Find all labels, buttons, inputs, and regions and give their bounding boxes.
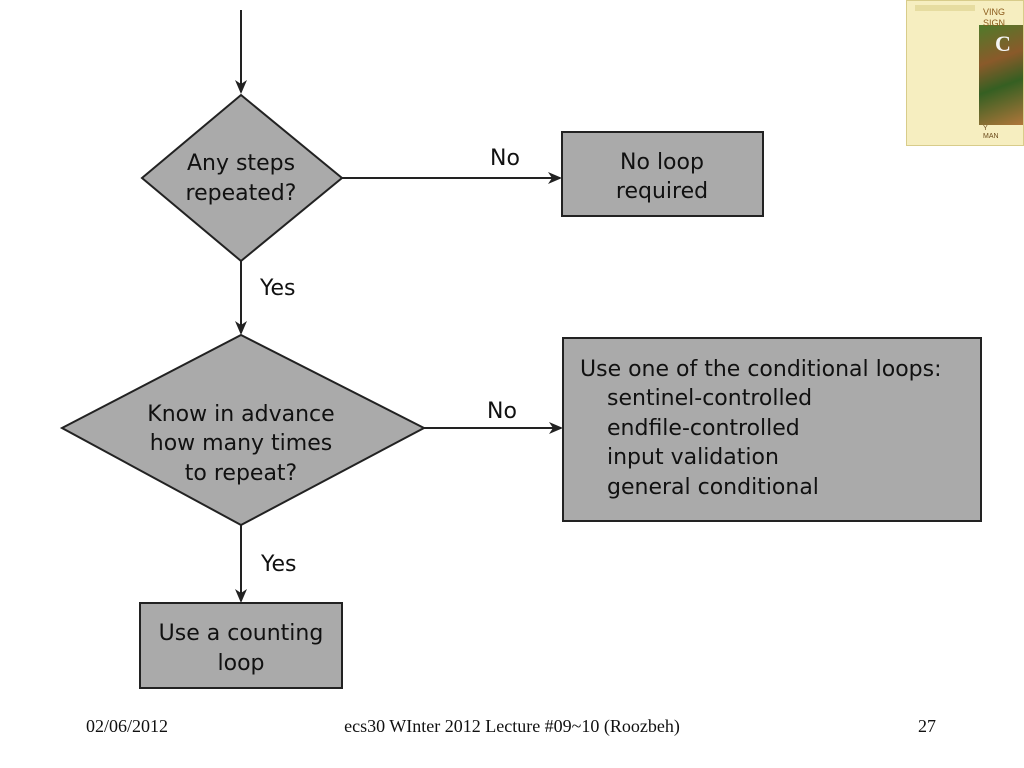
box-conditional-item: sentinel-controlled xyxy=(607,386,812,411)
edge-label-yes: Yes xyxy=(260,552,297,577)
book-cover-strip xyxy=(915,5,975,11)
decision-advance-line-3: to repeat? xyxy=(185,461,297,486)
footer-page-number: 27 xyxy=(918,716,936,736)
edge-label-no: No xyxy=(490,146,520,171)
box-no-loop-line-2: required xyxy=(616,179,708,204)
footer-course-title: ecs30 WInter 2012 Lecture #09~10 (Roozbe… xyxy=(344,716,680,736)
decision-advance-line-1: Know in advance xyxy=(147,402,334,427)
box-no-loop-line-1: No loop xyxy=(620,150,704,175)
box-counting-line-2: loop xyxy=(218,651,265,676)
box-conditional-loops: Use one of the conditional loops: sentin… xyxy=(562,337,982,522)
decision-steps-line-1: Any steps xyxy=(187,151,295,176)
book-cover-title: VING SIGN xyxy=(983,7,1006,28)
decision-know-in-advance: Know in advance how many times to repeat… xyxy=(59,333,427,527)
decision-any-steps-repeated: Any steps repeated? xyxy=(140,93,344,263)
book-cover-author: Y MAN xyxy=(983,125,999,140)
decision-steps-line-2: repeated? xyxy=(186,181,297,206)
box-counting-loop: Use a counting loop xyxy=(139,602,343,689)
box-conditional-heading: Use one of the conditional loops: xyxy=(580,357,942,382)
edge-label-no: No xyxy=(487,399,517,424)
book-cover-art xyxy=(979,25,1023,125)
book-cover-letter: C xyxy=(995,31,1011,56)
book-cover-image: VING SIGN C Y MAN xyxy=(906,0,1024,146)
box-conditional-item: general conditional xyxy=(607,475,819,500)
edge-label-yes: Yes xyxy=(259,276,296,301)
footer-date: 02/06/2012 xyxy=(86,716,169,736)
box-conditional-item: input validation xyxy=(607,445,779,470)
box-no-loop-required: No loop required xyxy=(561,131,764,217)
decision-advance-line-2: how many times xyxy=(150,431,332,456)
box-conditional-item: endfile-controlled xyxy=(607,416,800,441)
box-counting-line-1: Use a counting xyxy=(159,621,324,646)
